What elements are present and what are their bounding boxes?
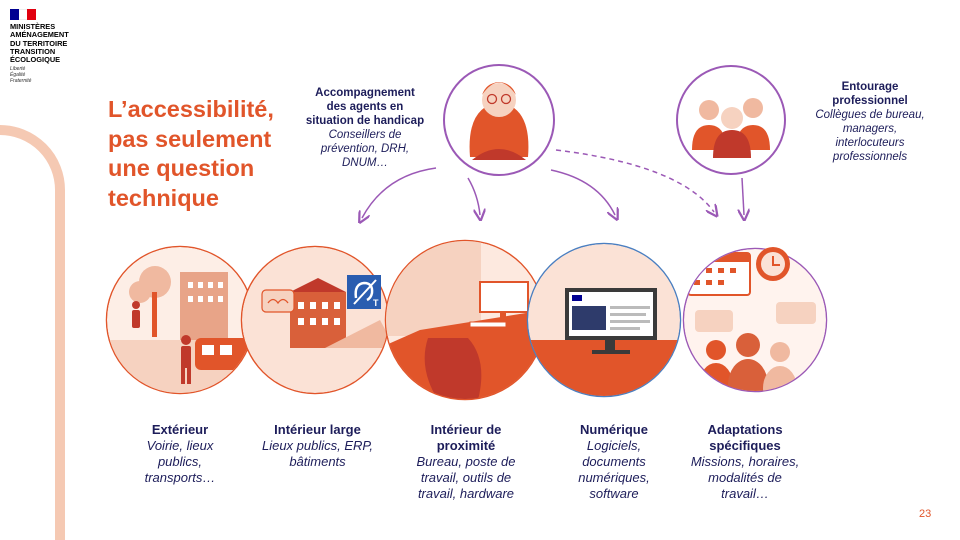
area-title: Adaptations spécifiques xyxy=(707,422,783,453)
interior-large-circle: T xyxy=(240,245,390,395)
area-caption-exterior: Extérieur Voirie, lieux publics, transpo… xyxy=(115,422,245,486)
person-icon xyxy=(132,301,191,384)
area-caption-interior-large: Intérieur large Lieux publics, ERP, bâti… xyxy=(250,422,385,470)
colleagues-avatar xyxy=(676,65,786,175)
republic-motto: Liberté Égalité Fraternité xyxy=(10,66,32,85)
page-number: 23 xyxy=(919,508,932,520)
area-title: Intérieur de proximité xyxy=(430,422,502,453)
calendar-icon xyxy=(687,252,751,296)
area-subtitle: Lieux publics, ERP, bâtiments xyxy=(261,438,374,469)
ministry-logo: MINISTÈRES AMÉNAGEMENT DU TERRITOIRE TRA… xyxy=(10,9,100,84)
monitor-icon xyxy=(565,288,657,354)
area-title: Numérique xyxy=(580,422,648,437)
exterior-circle xyxy=(105,245,255,395)
page-title: L’accessibilité, pas seulement une quest… xyxy=(108,96,274,211)
area-caption-adaptations: Adaptations spécifiques Missions, horair… xyxy=(680,422,810,502)
area-subtitle: Bureau, poste de travail, outils de trav… xyxy=(416,454,516,501)
entourage-subtitle: Collègues de bureau, managers, interlocu… xyxy=(815,109,925,163)
speech-bubble-icon xyxy=(695,302,816,332)
advisor-avatar xyxy=(443,64,555,176)
hearing-loop-icon: T xyxy=(347,275,381,309)
entourage-callout: Entourage professionnel Collègues de bur… xyxy=(795,80,945,164)
french-flag-icon xyxy=(10,9,37,20)
accompaniment-title: Accompagnement des agents en situation d… xyxy=(305,87,425,127)
connector-arrows xyxy=(362,149,744,218)
area-subtitle: Logiciels, documents numériques, softwar… xyxy=(578,438,650,501)
svg-text:T: T xyxy=(373,298,379,308)
area-caption-proximity: Intérieur de proximité Bureau, poste de … xyxy=(401,422,531,502)
accompaniment-subtitle: Conseillers de prévention, DRH, DNUM… xyxy=(320,129,410,169)
accompaniment-callout: Accompagnement des agents en situation d… xyxy=(285,86,445,170)
area-caption-digital: Numérique Logiciels, documents numérique… xyxy=(549,422,679,502)
monitor-icon xyxy=(479,281,529,313)
area-title: Intérieur large xyxy=(274,422,361,437)
digital-circle xyxy=(526,242,682,398)
desk-icon xyxy=(386,241,544,399)
hands-icon xyxy=(261,289,295,313)
group-icon xyxy=(699,333,797,391)
decorative-arc xyxy=(0,125,65,540)
proximity-interior-circle xyxy=(384,239,546,401)
area-subtitle: Voirie, lieux publics, transports… xyxy=(144,438,216,485)
tree-icon xyxy=(129,266,171,337)
adaptations-circle xyxy=(682,247,828,393)
clock-icon xyxy=(756,247,790,281)
entourage-title: Entourage professionnel xyxy=(832,81,908,107)
area-subtitle: Missions, horaires, modalités de travail… xyxy=(690,454,800,501)
ministry-name: MINISTÈRES AMÉNAGEMENT DU TERRITOIRE TRA… xyxy=(10,22,69,65)
area-title: Extérieur xyxy=(151,422,209,437)
